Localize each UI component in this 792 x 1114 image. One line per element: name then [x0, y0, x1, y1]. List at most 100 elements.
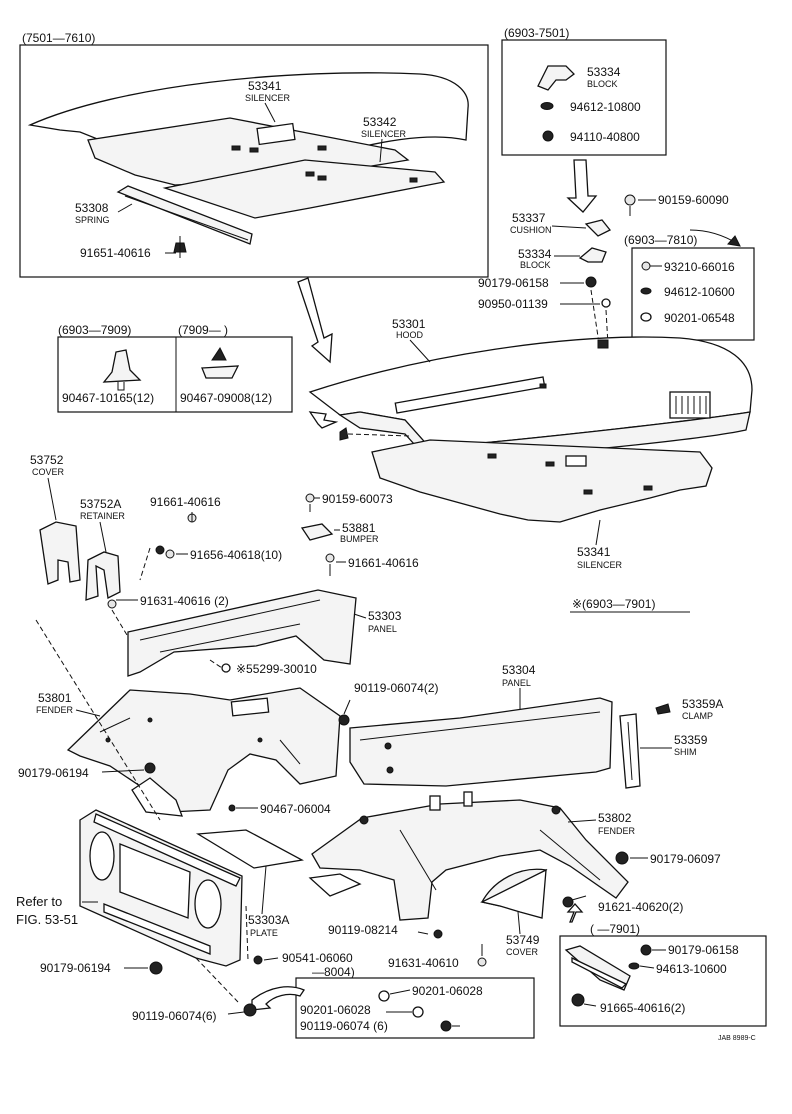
footer-code: JAB 8989-C	[718, 1035, 756, 1042]
p90119-06074-6a-label: 90119-06074 (6)	[300, 1019, 388, 1033]
p90950-label: 90950-01139	[478, 297, 548, 311]
p90179-06194-b-label: 90179-06194	[40, 961, 111, 975]
p53341-bot-sub: SILENCER	[577, 560, 623, 570]
p53304-label: 53304	[502, 663, 536, 677]
fender-53802-drawing	[308, 791, 629, 921]
p94612-10600-label: 94612-10600	[664, 285, 735, 299]
p90467-06004-label: 90467-06004	[260, 802, 331, 816]
p91631-40610-label: 91631-40610	[388, 956, 459, 970]
p53304-sub: PANEL	[502, 678, 531, 688]
range-6903-7501-label: (6903-7501)	[504, 26, 569, 40]
p53749-sub: COVER	[506, 947, 539, 957]
group-box-7501-7610	[19, 44, 489, 278]
p90119-08214-label: 90119-08214	[328, 923, 398, 937]
p53334-sub: BLOCK	[520, 260, 551, 270]
p90119-06074-2-label: 90119-06074(2)	[354, 681, 439, 695]
p53802-label: 53802	[598, 811, 632, 825]
p90119-06074-6b-label: 90119-06074(6)	[132, 1009, 217, 1023]
p53342-sub: SILENCER	[361, 129, 407, 139]
p90179-06158-label: 90179-06158	[478, 276, 549, 290]
p90179-06097-label: 90179-06097	[650, 852, 721, 866]
p94612-10800-label: 94612-10800	[570, 100, 641, 114]
p53881-label: 53881	[342, 521, 376, 535]
p90541-label: 90541-06060	[282, 951, 353, 965]
clip-icon	[102, 349, 142, 391]
p53341-top-sub: SILENCER	[245, 93, 291, 103]
p53301-sub: HOOD	[396, 330, 424, 340]
p53752A-sub: RETAINER	[80, 511, 125, 521]
group-box-8004	[295, 977, 535, 1039]
big-arrow-icon	[297, 277, 333, 364]
p55299-label: ※55299-30010	[236, 662, 317, 676]
p53752-label: 53752	[30, 453, 64, 467]
p53801-sub: FENDER	[36, 705, 74, 715]
p91661-b-label: 91661-40616	[348, 556, 419, 570]
p91651-label: 91651-40616	[80, 246, 151, 260]
p90179-06158-b-label: 90179-06158	[668, 943, 739, 957]
fender-53801-drawing	[66, 687, 341, 817]
p91631-2-label: 91631-40616 (2)	[140, 594, 229, 608]
p53801-label: 53801	[38, 691, 72, 705]
p53749-label: 53749	[506, 933, 540, 947]
refer-to-label: Refer to	[16, 894, 62, 909]
group-box-7901	[559, 935, 767, 1027]
fender-brace-drawing	[564, 945, 631, 991]
p90159-60073-label: 90159-60073	[322, 492, 393, 506]
p90467-09008-label: 90467-09008(12)	[180, 391, 272, 405]
cover-53749-drawing	[480, 868, 548, 919]
p53308-sub: SPRING	[75, 215, 110, 225]
group-box-6903-7501	[501, 39, 667, 156]
p90159-60090-label: 90159-60090	[658, 193, 729, 207]
p93210-label: 93210-66016	[664, 260, 735, 274]
range-7909-label: (7909— )	[178, 323, 228, 337]
range-8004-label: —8004)	[312, 965, 355, 979]
p53359A-label: 53359A	[682, 697, 723, 711]
p53802-sub: FENDER	[598, 826, 636, 836]
p90201-06028-b-label: 90201-06028	[300, 1003, 371, 1017]
p90467-10165-label: 90467-10165(12)	[62, 391, 154, 405]
refer-fig-label: FIG. 53-51	[16, 912, 78, 927]
p53341-top-label: 53341	[248, 79, 282, 93]
p53303A-label: 53303A	[248, 913, 289, 927]
p90179-06194-a-label: 90179-06194	[18, 766, 89, 780]
p53359-sub: SHIM	[674, 747, 697, 757]
p53337-sub: CUSHION	[510, 225, 552, 235]
p53359-label: 53359	[674, 733, 708, 747]
p94110-label: 94110-40800	[570, 130, 640, 144]
p53359A-sub: CLAMP	[682, 711, 713, 721]
p53308-label: 53308	[75, 201, 109, 215]
p90201-06548-label: 90201-06548	[664, 311, 735, 325]
p53303-sub: PANEL	[368, 624, 397, 634]
plate-53303A-drawing	[195, 829, 304, 869]
p91656-label: 91656-40618(10)	[190, 548, 282, 562]
p53303A-sub: PLATE	[250, 928, 278, 938]
hood-top-silencer-drawing	[27, 72, 469, 258]
p94613-label: 94613-10600	[656, 962, 727, 976]
arrow-down-icon	[566, 159, 598, 213]
front-panel-drawing	[79, 809, 243, 967]
group-box-clips	[57, 336, 293, 413]
p53303-label: 53303	[368, 609, 402, 623]
p91661-a-label: 91661-40616	[150, 495, 221, 509]
p53334-label: 53334	[518, 247, 552, 261]
p53881-sub: BUMPER	[340, 534, 379, 544]
p91621-label: 91621-40620(2)	[598, 900, 683, 914]
retainer-53752A-drawing	[85, 551, 121, 601]
p53342-label: 53342	[363, 115, 397, 129]
range-6903-7810-label: (6903—7810)	[624, 233, 697, 247]
panel-53303-drawing	[127, 589, 357, 677]
range-6903-7901-star-label: ※(6903—7901)	[572, 597, 655, 611]
p53334-box-sub: BLOCK	[587, 79, 618, 89]
p53752A-label: 53752A	[80, 497, 121, 511]
p53752-sub: COVER	[32, 467, 65, 477]
p53334-box-label: 53334	[587, 65, 621, 79]
range-7501-7610-label: (7501—7610)	[22, 31, 95, 45]
panel-53304-drawing	[349, 697, 613, 787]
p53341-bot-label: 53341	[577, 545, 611, 559]
cover-53752-drawing	[39, 521, 81, 585]
p53337-label: 53337	[512, 211, 546, 225]
block-53334-icon	[537, 65, 575, 91]
range-6903-7909-label: (6903—7909)	[58, 323, 131, 337]
p90201-06028-a-label: 90201-06028	[412, 984, 483, 998]
